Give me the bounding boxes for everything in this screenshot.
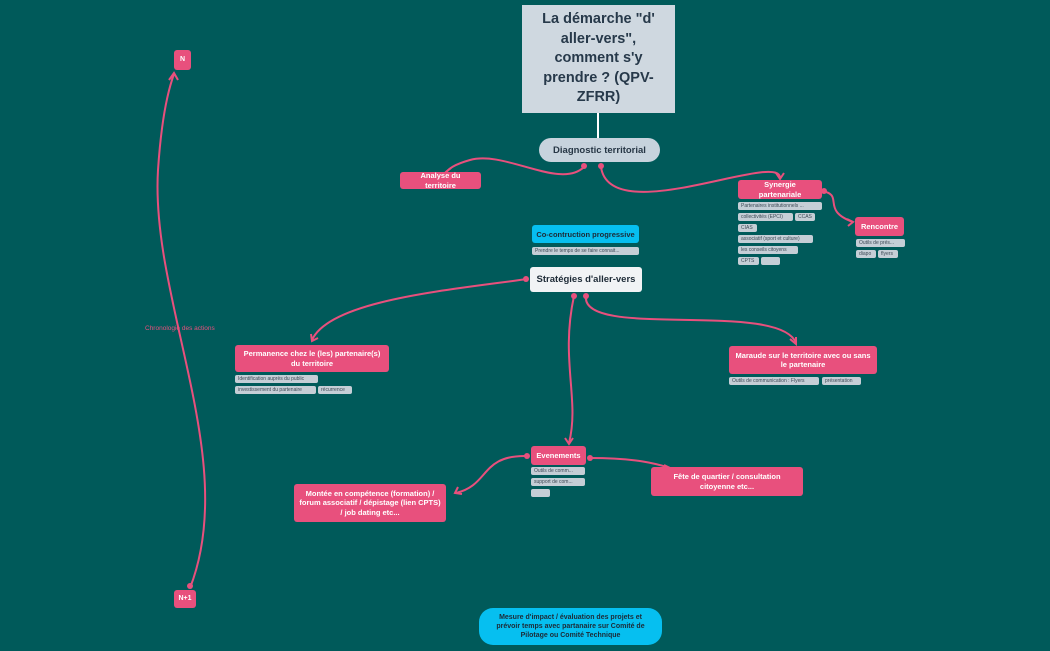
maraude-node[interactable]: Maraude sur le territoire avec ou sans l…	[729, 346, 877, 374]
mesure-label: Mesure d'impact / évaluation des projets…	[496, 613, 645, 640]
anchor-dot	[598, 163, 604, 169]
analyse-node[interactable]: Analyse du territoire	[400, 171, 481, 190]
synergie-node[interactable]: Synergie partenariale	[738, 180, 822, 199]
synergie-tag[interactable]: CPTS	[738, 257, 759, 265]
evenements-tag[interactable]	[531, 489, 550, 497]
title-line: aller-vers",	[560, 30, 637, 47]
rencontre-tag[interactable]: diapo	[856, 250, 876, 258]
chrono-top-node[interactable]: N	[174, 50, 191, 70]
montee-label: Montée en compétence (formation) / forum…	[299, 488, 441, 517]
arrow-head	[453, 486, 463, 495]
chrono-bottom-node[interactable]: N+1	[174, 590, 196, 608]
anchor-dot	[187, 583, 193, 589]
fete-label: Fête de quartier / consultation citoyenn…	[673, 472, 781, 491]
link-strat-evenements	[567, 295, 575, 444]
arrow-head	[310, 333, 319, 343]
anchor-dot	[583, 293, 589, 299]
arrow-head	[168, 71, 179, 81]
anchor-dot	[524, 453, 530, 459]
permanence-tag[interactable]: Identification auprès du public	[235, 375, 318, 383]
arrow-head	[846, 218, 855, 227]
coconstruction-node[interactable]: Co-contruction progressive	[532, 225, 639, 243]
title-line: La démarche "d'	[542, 11, 655, 28]
permanence-tag[interactable]: récurrence	[318, 386, 352, 394]
link-even-montee	[455, 454, 528, 494]
anchor-dot	[571, 293, 577, 299]
coconstruction-label: Co-contruction progressive	[536, 229, 635, 239]
mesure-node[interactable]: Mesure d'impact / évaluation des projets…	[479, 608, 662, 645]
anchor-dot	[821, 188, 827, 194]
title-line: prendre ? (QPV-	[543, 69, 654, 86]
link-strat-permanence	[311, 278, 528, 341]
chrono-top-label: N	[179, 55, 186, 63]
rencontre-label: Rencontre	[860, 221, 899, 231]
evenements-node[interactable]: Evenements	[531, 446, 586, 465]
montee-node[interactable]: Montée en compétence (formation) / forum…	[294, 484, 446, 522]
permanence-node[interactable]: Permanence chez le (les) partenaire(s) d…	[235, 345, 389, 372]
synergie-tag[interactable]: collectivités (EPCI)	[738, 213, 793, 221]
chrono-bottom-label: N+1	[178, 594, 192, 602]
strategies-label: Stratégies d'aller-vers	[536, 274, 636, 285]
strategies-node[interactable]: Stratégies d'aller-vers	[530, 267, 642, 292]
chrono-label: Chronologie des actions	[145, 325, 215, 332]
rencontre-node[interactable]: Rencontre	[855, 217, 904, 236]
rencontre-tag[interactable]: Outils de prés...	[856, 239, 905, 247]
maraude-tag[interactable]: Outils de communication : Flyers	[729, 377, 819, 385]
fete-node[interactable]: Fête de quartier / consultation citoyenn…	[651, 467, 803, 496]
rencontre-tag[interactable]: flyers	[878, 250, 898, 258]
synergie-tag[interactable]: les conseils citoyens	[738, 246, 798, 254]
main-title-node[interactable]: La démarche "d' aller-vers", comment s'y…	[522, 5, 675, 113]
link-synergie-rencontre	[821, 190, 854, 223]
arrow-head	[564, 437, 574, 446]
synergie-tag[interactable]: CIAS	[738, 224, 757, 232]
synergie-tag[interactable]: associatif (sport et culture)	[738, 235, 813, 243]
title-line: comment s'y	[554, 50, 643, 67]
title-line: ZFRR)	[576, 89, 621, 106]
permanence-tag[interactable]: investissement du partenaire	[235, 386, 316, 394]
anchor-dot	[581, 163, 587, 169]
arrow-head	[775, 172, 785, 181]
synergie-tag[interactable]: Partenaires institutionnels ...	[738, 202, 822, 210]
link-chrono-up	[156, 73, 207, 589]
arrow-head	[789, 337, 797, 347]
maraude-label: Maraude sur le territoire avec ou sans l…	[735, 350, 871, 369]
permanence-label: Permanence chez le (les) partenaire(s) d…	[243, 349, 381, 368]
link-diag-synergie	[600, 166, 781, 193]
analyse-label: Analyse du territoire	[420, 171, 461, 190]
link-strat-maraude	[584, 295, 797, 344]
synergie-tag[interactable]	[761, 257, 780, 265]
evenements-tag[interactable]: Outils de comm...	[531, 467, 585, 475]
anchor-dot	[523, 276, 529, 282]
synergie-label: Synergie partenariale	[758, 180, 802, 199]
coconstruction-tag[interactable]: Prendre le temps de se faire connait...	[532, 247, 639, 255]
anchor-dot	[587, 455, 593, 461]
diagnostic-label: Diagnostic territorial	[553, 144, 646, 156]
evenements-label: Evenements	[536, 450, 581, 460]
maraude-tag[interactable]: présentation	[822, 377, 861, 385]
diagnostic-node[interactable]: Diagnostic territorial	[539, 138, 660, 162]
synergie-tag[interactable]: CCAS	[795, 213, 815, 221]
evenements-tag[interactable]: support de com...	[531, 478, 585, 486]
